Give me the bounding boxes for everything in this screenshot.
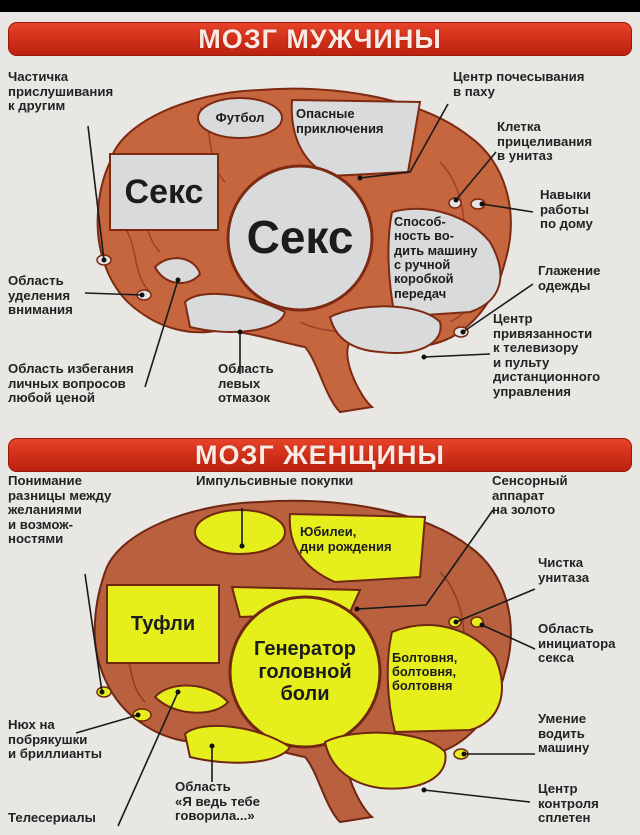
women-region-headache (228, 595, 382, 749)
men-label-aiming: Клетка прицеливания в унитаз (497, 119, 593, 164)
men-label-ironing: Глажение одежды (538, 263, 601, 293)
women-region-impulse (194, 509, 286, 555)
women-label-sex-initiator: Область инициатора секса (538, 621, 616, 666)
women-region-jewelry-area (153, 684, 230, 714)
men-label-excuses: Область левых отмазок (218, 361, 274, 406)
men-brain-diagram (84, 87, 534, 414)
men-label-tv-remote: Центр привязанности к телевизору и пульт… (493, 311, 601, 399)
women-label-gossip: Центр контроля сплетен (538, 781, 599, 826)
men-region-sex-box (109, 153, 219, 231)
women-title-banner: МОЗГ ЖЕНЩИНЫ (8, 438, 632, 472)
men-region-tv (328, 305, 442, 354)
men-label-listening: Частичка прислушивания к другим (8, 69, 114, 114)
women-label-tv-series: Телесериалы (8, 810, 96, 825)
women-region-chatter (386, 624, 503, 734)
women-label-understanding: Понимание разницы между желаниями и возм… (8, 473, 112, 547)
men-label-housework: Навыки работы по дому (540, 187, 593, 232)
women-region-gossip (323, 731, 447, 790)
infographic: МОЗГ МУЖЧИНЫ (0, 12, 640, 835)
men-title-banner: МОЗГ МУЖЧИНЫ (8, 22, 632, 56)
men-region-football (197, 97, 283, 139)
women-brain-diagram (75, 499, 536, 827)
men-label-scratching: Центр почесывания в паху (453, 69, 585, 99)
women-region-shoes (106, 584, 220, 664)
men-region-adventures-label: Опасные приключения (296, 106, 384, 136)
men-region-sex-big (226, 164, 374, 312)
women-label-driving: Умение водить машину (538, 711, 590, 756)
men-region-adventures (290, 98, 422, 178)
men-label-attention: Область уделения внимания (8, 273, 73, 318)
women-label-told-you: Область «Я ведь тебе говорила...» (175, 779, 260, 824)
men-label-avoid-questions: Область избегания личных вопросов любой … (8, 361, 134, 406)
men-region-driving-label: Способ- ность во- дить машину с ручной к… (394, 214, 478, 301)
men-region-sex-box-label: Секс (124, 172, 204, 211)
women-region-chatter-label: Болтовня, болтовня, болтовня (392, 649, 458, 694)
men-region-excuses (183, 292, 287, 333)
women-region-shoes-label: Туфли (130, 612, 196, 635)
women-region-anniversaries-label: Юбилеи, дни рождения (300, 524, 392, 554)
women-label-jewelry: Нюх на побрякушки и бриллианты (8, 717, 102, 762)
men-region-driving (387, 207, 502, 319)
women-label-toilet-cleaning: Чистка унитаза (538, 555, 590, 585)
men-region-attention-area (153, 257, 202, 284)
men-region-sex-big-label: Секс (246, 211, 354, 264)
women-label-impulse: Импульсивные покупки (196, 473, 354, 488)
men-region-football-label: Футбол (215, 109, 265, 125)
women-region-headache-label: Генератор головной боли (254, 638, 356, 706)
women-region-anniversaries (288, 512, 427, 584)
women-label-gold-sensor: Сенсорный аппарат на золото (492, 473, 568, 518)
